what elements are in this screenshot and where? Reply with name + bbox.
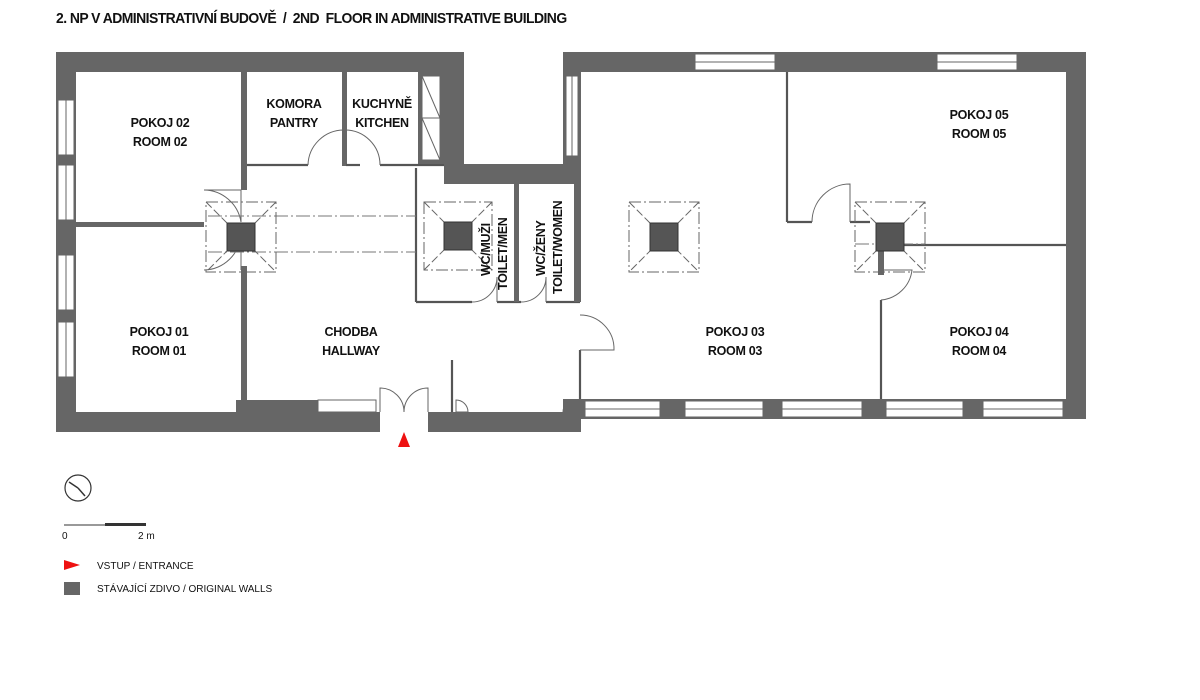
scale-label-start: 0 [62,531,68,542]
structural-columns [205,201,926,273]
pantry-label-cz: KOMORA [266,97,321,111]
page-title: 2. NP V ADMINISTRATIVNÍ BUDOVĚ / 2ND FLO… [56,10,567,27]
room04-label-cz: POKOJ 04 [950,325,1009,339]
scale-label-end: 2 m [138,531,155,542]
wc-men-label-cz: WC/MUŽI [478,223,493,276]
windows [57,53,1064,418]
room03-label-en: ROOM 03 [708,344,763,358]
room02-label-cz: POKOJ 02 [131,116,190,130]
wall-legend-swatch [64,582,80,595]
room01-label-cz: POKOJ 01 [130,325,189,339]
room04-label-en: ROOM 04 [952,344,1007,358]
partitions [76,72,1066,412]
room05-label-cz: POKOJ 05 [950,108,1009,122]
room-labels: POKOJ 02 ROOM 02 KOMORA PANTRY KUCHYNĚ K… [130,96,1009,358]
hallway-label-en: HALLWAY [322,344,381,358]
room01-label-en: ROOM 01 [132,344,187,358]
legend-walls-label: STÁVAJÍCÍ ZDIVO / ORIGINAL WALLS [97,582,273,595]
kitchen-label-en: KITCHEN [355,116,409,130]
room02-label-en: ROOM 02 [133,135,188,149]
scale-bar: 0 2 m [62,523,155,542]
pantry-label-en: PANTRY [270,116,319,130]
wc-women-label-en: TOILET/WOMEN [551,200,565,294]
hallway-label-cz: CHODBA [324,325,377,339]
legend: VSTUP / ENTRANCE STÁVAJÍCÍ ZDIVO / ORIGI… [64,560,273,595]
wc-men-label-en: TOILET/MEN [496,217,510,290]
legend-entrance-label: VSTUP / ENTRANCE [97,561,194,572]
entrance-marker-icon [398,432,410,447]
entrance-legend-icon [64,560,80,570]
room05-label-en: ROOM 05 [952,127,1007,141]
kitchen-label-cz: KUCHYNĚ [352,96,412,111]
north-arrow-icon [64,474,92,502]
wc-women-label-cz: WC/ŽENY [533,220,548,276]
room03-label-cz: POKOJ 03 [706,325,765,339]
